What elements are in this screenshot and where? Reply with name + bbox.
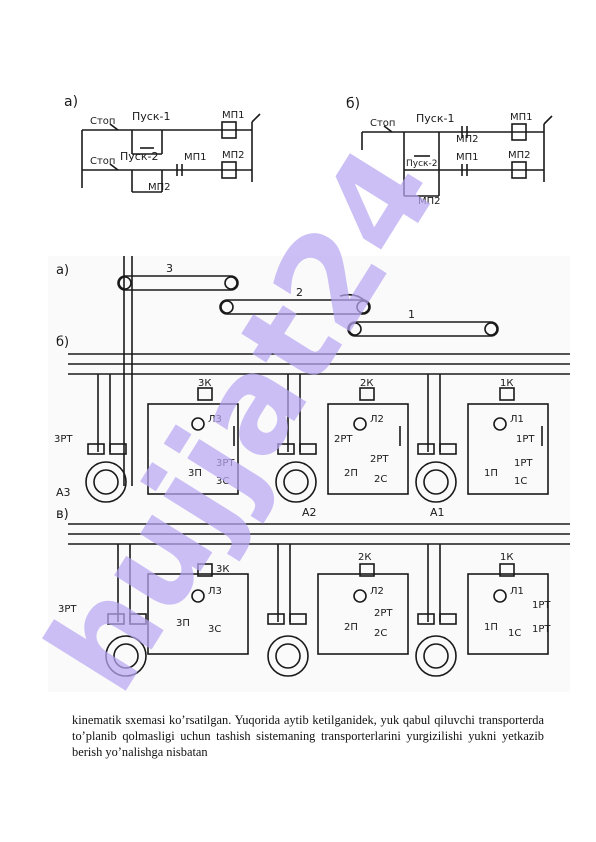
svg-text:1РТ: 1РТ bbox=[532, 624, 551, 635]
svg-text:Л2: Л2 bbox=[370, 414, 384, 425]
svg-text:2РТ: 2РТ bbox=[334, 434, 353, 445]
part-a-label: a) bbox=[56, 263, 69, 278]
coil2-label: МП2 bbox=[508, 150, 531, 161]
svg-text:3П: 3П bbox=[188, 468, 202, 479]
aux-label: МП2 bbox=[418, 196, 441, 207]
stop-label: Стоп bbox=[370, 118, 395, 129]
section-1-b: 1К Л1 1РТ 1РТ 1П 1С A1 bbox=[415, 374, 549, 519]
belt-2: 2 bbox=[219, 286, 371, 315]
svg-text:3: 3 bbox=[166, 262, 173, 275]
schematic-main: a) б) в) 3 2 1 bbox=[48, 256, 570, 692]
svg-text:A2: A2 bbox=[302, 506, 317, 519]
stop2-label: Стоп bbox=[90, 156, 115, 167]
svg-text:1К: 1К bbox=[500, 552, 513, 563]
aux-label: МП2 bbox=[148, 182, 171, 193]
contact2-label: МП1 bbox=[456, 152, 479, 163]
svg-text:3РТ: 3РТ bbox=[54, 434, 73, 445]
svg-text:2РТ: 2РТ bbox=[370, 454, 389, 465]
stop1-label: Стоп bbox=[90, 116, 115, 127]
section-2-b: 2К Л2 2РТ 2РТ 2П 2С A2 bbox=[275, 374, 409, 519]
svg-text:3К: 3К bbox=[216, 564, 229, 575]
part-b-label: б) bbox=[56, 335, 69, 350]
section-3-v: 3К Л3 3РТ 3П 3С bbox=[58, 544, 249, 677]
svg-text:1РТ: 1РТ bbox=[516, 434, 535, 445]
svg-text:3С: 3С bbox=[208, 624, 221, 635]
svg-text:1П: 1П bbox=[484, 622, 498, 633]
svg-text:2П: 2П bbox=[344, 468, 358, 479]
belt-3: 3 bbox=[117, 262, 239, 291]
contact-label: МП1 bbox=[184, 152, 207, 163]
section-3-b: 3К Л3 3РТ 3РТ 3П 3С A3 bbox=[54, 374, 239, 503]
coil2-label: МП2 bbox=[222, 150, 245, 161]
part-v-label: в) bbox=[56, 507, 69, 522]
svg-text:2С: 2С bbox=[374, 474, 387, 485]
schematic-top-b: б) Стоп Пуск-1 МП2 МП1 Пуск-2 МП1 МП2 МП bbox=[344, 92, 554, 212]
svg-text:2С: 2С bbox=[374, 628, 387, 639]
start1-label: Пуск-1 bbox=[132, 110, 170, 123]
section-1-v: 1К Л1 1РТ 1РТ 1П 1С bbox=[415, 544, 551, 677]
svg-text:1РТ: 1РТ bbox=[514, 458, 533, 469]
svg-text:A1: A1 bbox=[430, 506, 445, 519]
contact1-label: МП2 bbox=[456, 134, 479, 145]
start2-label: Пуск-2 bbox=[406, 159, 437, 169]
svg-text:3РТ: 3РТ bbox=[58, 604, 77, 615]
svg-text:1: 1 bbox=[408, 308, 415, 321]
svg-text:Л3: Л3 bbox=[208, 414, 222, 425]
svg-text:1П: 1П bbox=[484, 468, 498, 479]
svg-text:A3: A3 bbox=[56, 486, 71, 499]
svg-text:3С: 3С bbox=[216, 476, 229, 487]
start2-label: Пуск-2 bbox=[120, 150, 158, 163]
svg-text:1К: 1К bbox=[500, 378, 513, 389]
belt-1: 1 bbox=[347, 308, 499, 337]
svg-text:3П: 3П bbox=[176, 618, 190, 629]
coil1-label: МП1 bbox=[510, 112, 533, 123]
svg-text:2РТ: 2РТ bbox=[374, 608, 393, 619]
svg-text:1РТ: 1РТ bbox=[532, 600, 551, 611]
svg-text:Л1: Л1 bbox=[510, 414, 524, 425]
svg-text:3К: 3К bbox=[198, 378, 211, 389]
svg-text:Л3: Л3 bbox=[208, 586, 222, 597]
start1-label: Пуск-1 bbox=[416, 112, 454, 125]
fig-a-label: a) bbox=[64, 94, 78, 110]
svg-text:Л2: Л2 bbox=[370, 586, 384, 597]
svg-text:3РТ: 3РТ bbox=[216, 458, 235, 469]
section-2-v: 2К Л2 2РТ 2П 2С bbox=[267, 544, 409, 677]
svg-text:2К: 2К bbox=[360, 378, 373, 389]
svg-text:1С: 1С bbox=[514, 476, 527, 487]
body-paragraph: kinematik sxemasi ko’rsatilgan. Yuqorida… bbox=[72, 713, 544, 759]
svg-text:Л1: Л1 bbox=[510, 586, 524, 597]
svg-text:2К: 2К bbox=[358, 552, 371, 563]
svg-text:1С: 1С bbox=[508, 628, 521, 639]
svg-text:2: 2 bbox=[296, 286, 303, 299]
svg-text:2П: 2П bbox=[344, 622, 358, 633]
schematic-top-a: a) Стоп Пуск-1 МП1 Стоп Пуск-2 МП1 bbox=[62, 92, 272, 202]
coil1-label: МП1 bbox=[222, 110, 245, 121]
fig-b-label: б) bbox=[346, 96, 360, 112]
